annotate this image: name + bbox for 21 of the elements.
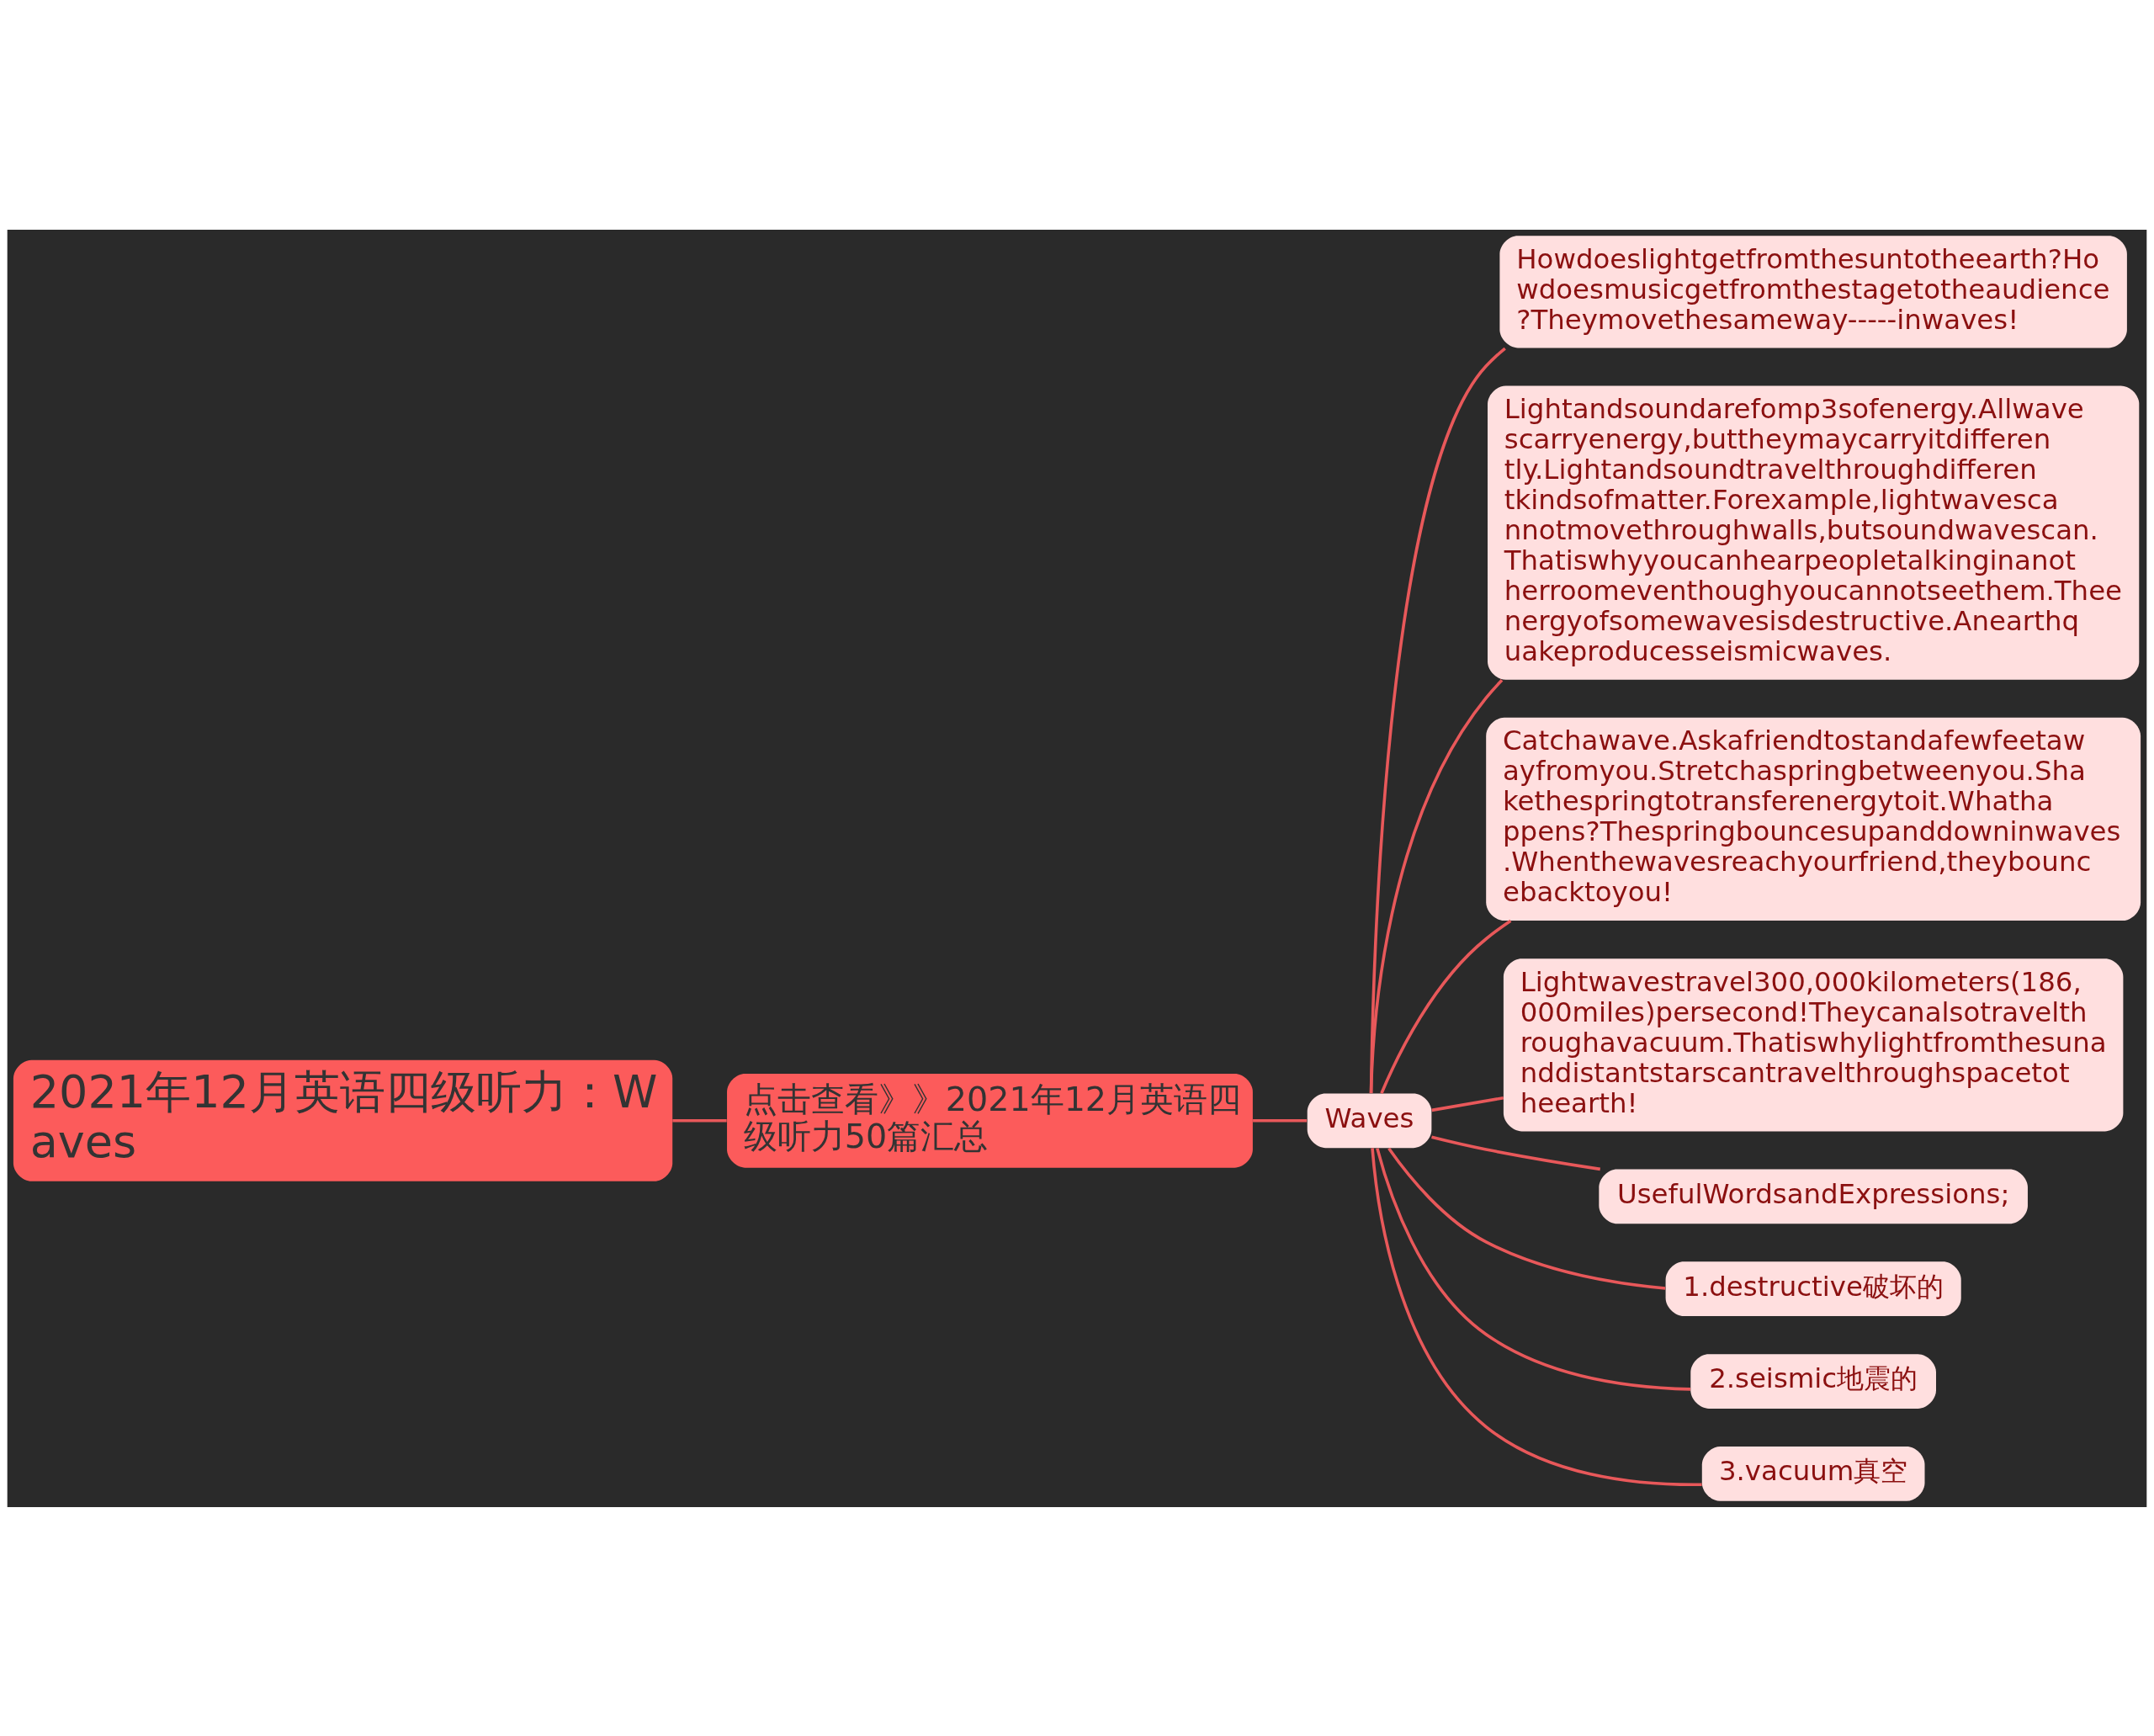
connector	[1431, 1135, 1601, 1171]
connector	[1369, 678, 1504, 1093]
node-box: Lightandsoundarefomp3sofenergy.Allwavescarryenergy,buttheymaycarryitdifferently.Lightandsoundtravelthroughdifferentkindsofmatter.Forexample,lightwavescannotmovethroughwalls,butsoundwavescan.Thatiswhyyoucanhearpeopletalkinginanotherroomeventhoughyoucannotseethem.Theenergyofsomewavesisdestructive.Anearthquakeproducesseismicwaves.	[1488, 385, 2140, 680]
connector	[1371, 1147, 1702, 1486]
node-box: UsefulWordsandExpressions;	[1599, 1168, 2028, 1224]
node-box: 点击查看》》2021年12月英语四级听力50篇汇总	[727, 1073, 1253, 1168]
node-box: 1.destructive破坏的	[1665, 1261, 1961, 1316]
connector	[1380, 919, 1512, 1094]
connector	[1376, 1147, 1691, 1391]
node-box: 2.seismic地震的	[1690, 1353, 1936, 1409]
node-box: 2021年12月英语四级听力：Waves	[13, 1059, 673, 1181]
connector	[1431, 1096, 1504, 1112]
node-box: Catchawave.Askafriendtostandafewfeetawayfromyou.Stretchaspringbetweenyou.Shakethespringtotransferenergytoit.Whathappens?Thespringbouncesupanddowninwaves.Whenthewavesreachyourfriend,theybouncebacktoyou!	[1486, 717, 2141, 921]
node-box: 3.vacuum真空	[1701, 1446, 1925, 1501]
node-box: Lightwavestravel300,000kilometers(186,000miles)persecond!Theycanalsotravelthroughavacuum.Thatiswhylightfromthesunanddistantstarscantravelthroughspacetotheearth!	[1503, 958, 2124, 1131]
connector	[1369, 347, 1506, 1093]
connector	[1253, 1118, 1308, 1123]
connector	[672, 1118, 727, 1123]
node-box: Howdoeslightgetfromthesuntotheearth?Howdoesmusicgetfromthestagetotheaudience?Theymovethesameway-----inwaves!	[1499, 235, 2127, 348]
node-box: Waves	[1307, 1092, 1432, 1148]
connector	[1387, 1147, 1666, 1290]
